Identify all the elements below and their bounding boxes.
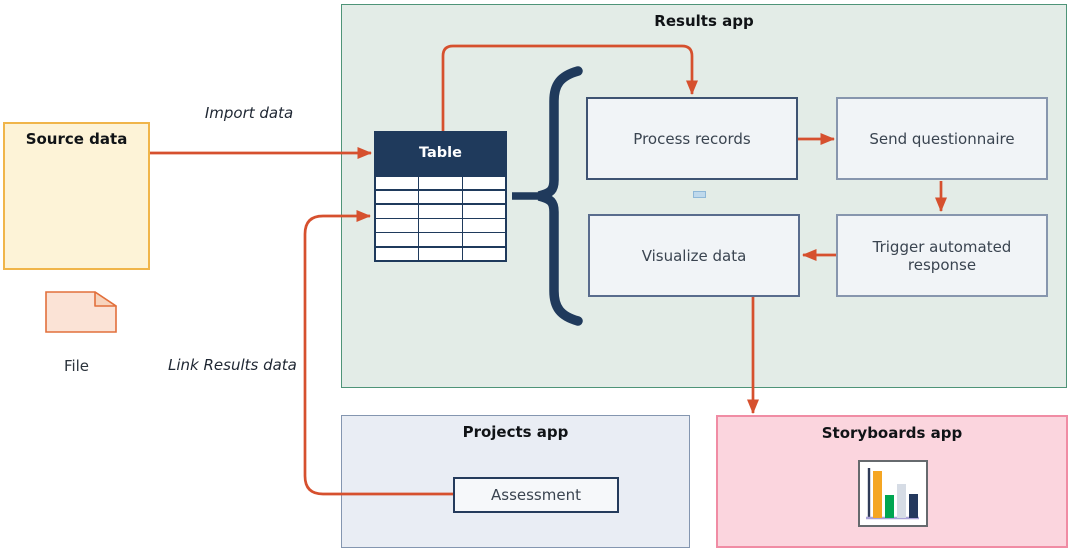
table-cell (375, 233, 418, 246)
table-cell (375, 204, 418, 218)
table-cell (375, 190, 418, 204)
source-data-title: Source data (25, 130, 128, 148)
bar-chart-icon[interactable] (858, 460, 928, 527)
table-shape[interactable]: Table (374, 131, 507, 262)
node-visualize-data-label: Visualize data (641, 246, 747, 265)
table-cell (463, 204, 506, 218)
node-trigger-automated-response[interactable]: Trigger automated response (836, 214, 1048, 297)
table-cell (419, 204, 462, 218)
node-process-records[interactable]: Process records (586, 97, 798, 180)
table-cell (375, 176, 418, 190)
node-send-questionnaire[interactable]: Send questionnaire (836, 97, 1048, 180)
table-cell (463, 190, 506, 204)
table-cell (419, 176, 462, 190)
table-cell (419, 247, 462, 261)
node-process-records-label: Process records (633, 129, 751, 148)
table-header: Table (374, 131, 507, 175)
table-cell (463, 219, 506, 232)
node-assessment-label: Assessment (491, 486, 581, 504)
table-cell (419, 190, 462, 204)
link-results-data-label: Link Results data (168, 356, 297, 374)
file-icon[interactable] (45, 291, 117, 337)
results-app-title: Results app (654, 12, 754, 30)
source-data-box[interactable]: Source data File (3, 122, 150, 375)
table-cell (375, 247, 418, 261)
node-trigger-automated-response-label: Trigger automated response (872, 237, 1012, 274)
projects-app-title: Projects app (462, 423, 569, 441)
table-cell (419, 219, 462, 232)
node-send-questionnaire-label: Send questionnaire (869, 129, 1015, 148)
selection-handle[interactable] (693, 191, 706, 198)
table-cell (375, 219, 418, 232)
import-data-label: Import data (204, 104, 294, 122)
node-visualize-data[interactable]: Visualize data (588, 214, 800, 297)
table-cell (463, 176, 506, 190)
table-cell (463, 247, 506, 261)
table-cell (419, 233, 462, 246)
table-cell (463, 233, 506, 246)
table-grid (374, 175, 507, 262)
file-label: File (63, 357, 90, 375)
storyboards-app-title: Storyboards app (821, 424, 963, 442)
node-assessment[interactable]: Assessment (453, 477, 619, 513)
